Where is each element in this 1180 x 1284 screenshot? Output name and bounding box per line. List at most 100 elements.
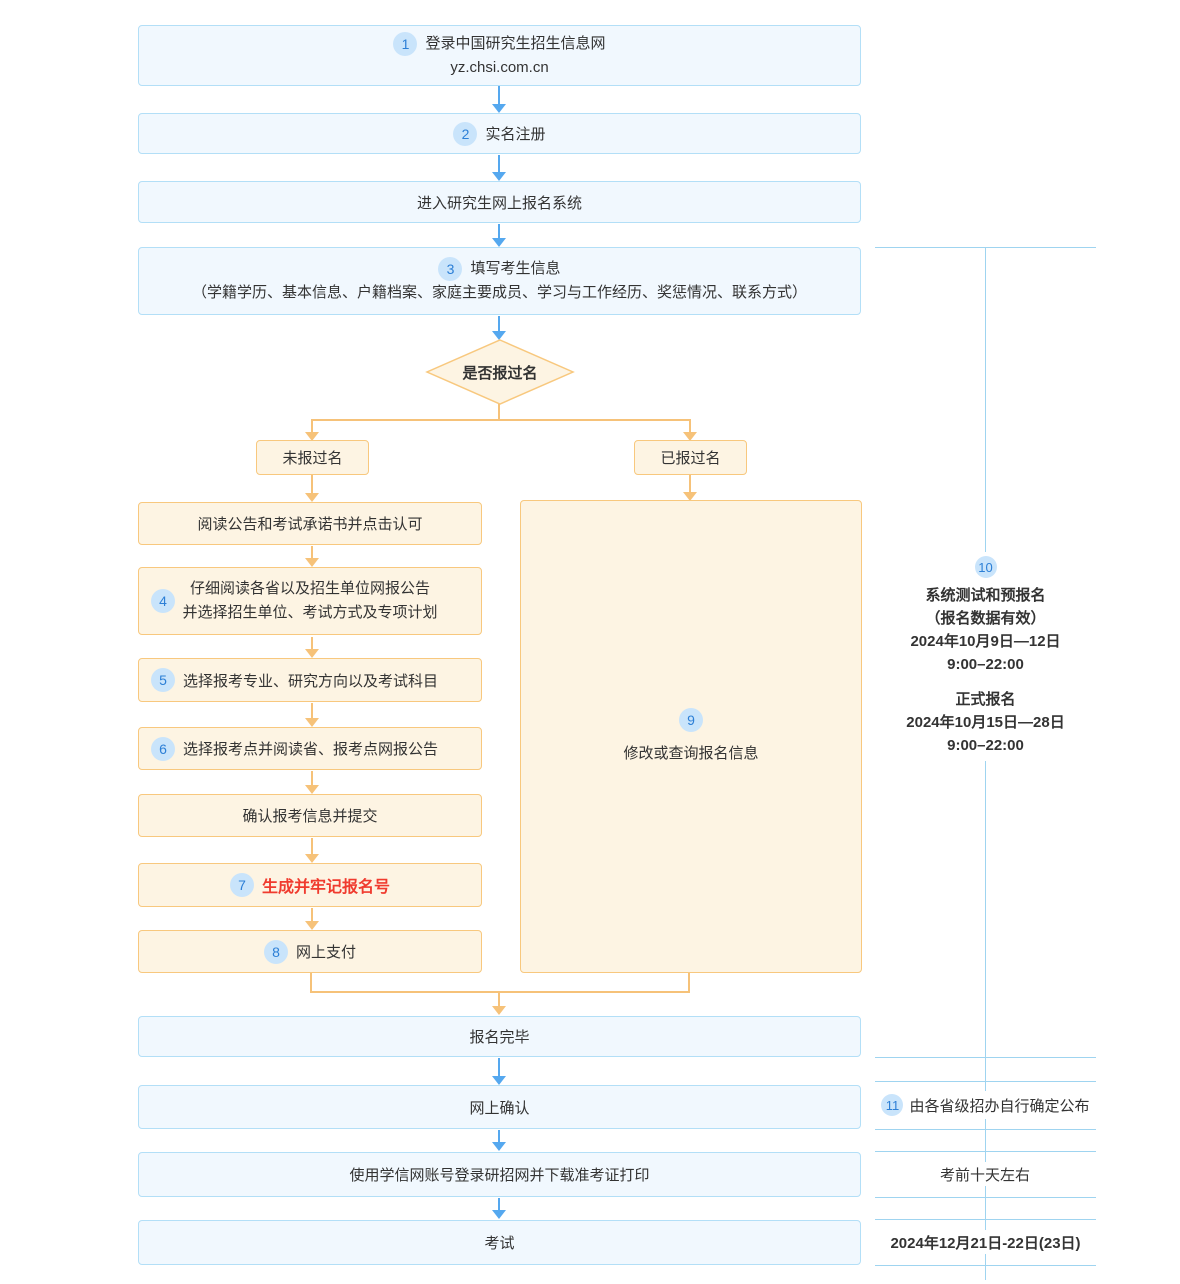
step-modify-query-label: 修改或查询报名信息 xyxy=(623,744,759,762)
branch-no-box: 未报过名 xyxy=(256,440,369,475)
timeline-hline-ticket-top xyxy=(875,1151,1096,1152)
timeline-hline-ticket-bottom xyxy=(875,1197,1096,1198)
step-read-notice-box: 阅读公告和考试承诺书并点击认可 xyxy=(138,502,482,545)
step-modify-query-box: 9 修改或查询报名信息 xyxy=(520,500,862,973)
step-register-box: 2 实名注册 xyxy=(138,113,861,154)
step-login-row: 1 登录中国研究生招生信息网 xyxy=(393,31,606,56)
step-register-label: 实名注册 xyxy=(485,126,546,143)
step4-number-badge: 4 xyxy=(151,589,175,613)
period10-title: 系统测试和预报名 xyxy=(925,587,1046,604)
step-complete-box: 报名完毕 xyxy=(138,1016,861,1057)
timeline-note-ticket: 考前十天左右 xyxy=(895,1162,1075,1186)
left-arrow-2 xyxy=(304,637,320,658)
step-fill-info-title: 填写考生信息 xyxy=(470,260,561,277)
timeline-hline-11-bottom xyxy=(875,1129,1096,1130)
diamond-shape-icon xyxy=(425,339,575,405)
timeline-hline-11-top xyxy=(875,1081,1096,1082)
merge-hline xyxy=(310,991,690,993)
period10-title2: 正式报名 xyxy=(955,691,1016,708)
step-choose-unit-line2: 并选择招生单位、考试方式及专项计划 xyxy=(182,604,438,621)
period10-note: （报名数据有效） xyxy=(925,610,1046,627)
step-confirm-submit-label: 确认报考信息并提交 xyxy=(242,808,378,825)
step-choose-unit-line1: 仔细阅读各省以及招生单位网报公告 xyxy=(189,580,430,597)
step-remember-number-label: 生成并牢记报名号 xyxy=(261,879,390,896)
step-confirm-online-box: 网上确认 xyxy=(138,1085,861,1129)
step-choose-unit-box: 4 仔细阅读各省以及招生单位网报公告 并选择招生单位、考试方式及专项计划 xyxy=(138,567,482,635)
decision-label: 是否报过名 xyxy=(462,364,538,382)
step3-number-badge: 3 xyxy=(438,257,463,281)
arrow-down-6 xyxy=(491,1130,507,1151)
arrow-down-7 xyxy=(491,1198,507,1219)
step-choose-major-label: 选择报考专业、研究方向以及考试科目 xyxy=(183,672,439,690)
step-fill-info-row: 3 填写考生信息 xyxy=(438,257,561,281)
step1-number-badge: 1 xyxy=(393,31,418,56)
period10-date1: 2024年10月9日—12日 xyxy=(910,633,1061,650)
step-download-ticket-label: 使用学信网账号登录研招网并下载准考证打印 xyxy=(349,1167,650,1184)
note-exam-label: 2024年12月21日-22日(23日) xyxy=(890,1234,1081,1252)
step-choose-site-box: 6 选择报考点并阅读省、报考点网报公告 xyxy=(138,727,482,770)
timeline-note11: 11 由各省级招办自行确定公布 xyxy=(880,1091,1091,1119)
step-choose-site-label: 选择报考点并阅读省、报考点网报公告 xyxy=(183,741,439,758)
step-fill-info-box: 3 填写考生信息 （学籍学历、基本信息、户籍档案、家庭主要成员、学习与工作经历、… xyxy=(138,247,861,315)
step2-number-badge: 2 xyxy=(453,121,478,146)
step-login-url: yz.chsi.com.cn xyxy=(450,58,549,76)
step10-number-badge: 10 xyxy=(974,556,997,578)
step-pay-online-label: 网上支付 xyxy=(295,944,356,961)
step7-number-badge: 7 xyxy=(229,873,254,897)
step-enter-system-label: 进入研究生网上报名系统 xyxy=(416,194,582,212)
timeline-hline-exam-bottom xyxy=(875,1265,1096,1266)
branch-no-arrow xyxy=(304,475,320,502)
branch-no-label: 未报过名 xyxy=(282,450,343,467)
note11-label: 由各省级招办自行确定公布 xyxy=(909,1097,1090,1115)
left-arrow-5 xyxy=(304,838,320,863)
branch-yes-arrow xyxy=(682,475,698,501)
merge-arrow xyxy=(491,993,507,1015)
merge-right-vline xyxy=(688,973,690,993)
left-arrow-3 xyxy=(304,703,320,727)
period10-date2: 2024年10月15日—28日 xyxy=(906,714,1065,731)
arrow-down-4 xyxy=(491,316,507,340)
left-arrow-6 xyxy=(304,908,320,930)
step-confirm-online-label: 网上确认 xyxy=(469,1099,530,1117)
step9-number-badge: 9 xyxy=(679,707,703,732)
branch-arrow-left xyxy=(304,420,320,441)
timeline-hline-complete xyxy=(875,1057,1096,1058)
step-exam-label: 考试 xyxy=(484,1235,515,1252)
step-complete-label: 报名完毕 xyxy=(469,1029,530,1046)
step-exam-box: 考试 xyxy=(138,1220,861,1265)
timeline-note-exam: 2024年12月21日-22日(23日) xyxy=(880,1230,1091,1254)
step-choose-major-box: 5 选择报考专业、研究方向以及考试科目 xyxy=(138,658,482,702)
timeline-vline xyxy=(985,247,986,1280)
step-choose-unit-lines: 仔细阅读各省以及招生单位网报公告 并选择招生单位、考试方式及专项计划 xyxy=(182,577,437,625)
decision-stem-line xyxy=(498,404,500,420)
step-fill-info-detail: （学籍学历、基本信息、户籍档案、家庭主要成员、学习与工作经历、奖惩情况、联系方式… xyxy=(191,284,807,301)
period10-time2: 9:00–22:00 xyxy=(947,737,1024,754)
arrow-down-5 xyxy=(491,1058,507,1085)
arrow-down-1 xyxy=(491,86,507,113)
period10-time1: 9:00–22:00 xyxy=(947,656,1024,673)
step11-number-badge: 11 xyxy=(881,1094,904,1116)
decision-diamond xyxy=(425,338,575,406)
timeline-hline-exam-top xyxy=(875,1219,1096,1220)
timeline-period10: 10 系统测试和预报名 （报名数据有效） 2024年10月9日—12日 9:00… xyxy=(875,552,1096,761)
step6-number-badge: 6 xyxy=(151,736,175,761)
step5-number-badge: 5 xyxy=(151,668,175,692)
step-login-box: 1 登录中国研究生招生信息网 yz.chsi.com.cn xyxy=(138,25,861,86)
branch-yes-box: 已报过名 xyxy=(634,440,747,475)
step-download-ticket-box: 使用学信网账号登录研招网并下载准考证打印 xyxy=(138,1152,861,1197)
branch-yes-label: 已报过名 xyxy=(660,450,721,467)
timeline-hline-top xyxy=(875,247,1096,248)
left-arrow-4 xyxy=(304,771,320,794)
step8-number-badge: 8 xyxy=(263,939,288,964)
branch-hline xyxy=(311,419,691,421)
arrow-down-2 xyxy=(491,155,507,181)
step-remember-number-box: 7 生成并牢记报名号 xyxy=(138,863,482,907)
merge-left-vline xyxy=(310,973,312,993)
step-confirm-submit-box: 确认报考信息并提交 xyxy=(138,794,482,837)
step-enter-system-box: 进入研究生网上报名系统 xyxy=(138,181,861,223)
step-register-row: 2 实名注册 xyxy=(453,121,546,146)
step-login-title: 登录中国研究生招生信息网 xyxy=(425,34,606,52)
step-read-notice-label: 阅读公告和考试承诺书并点击认可 xyxy=(197,516,423,533)
arrow-down-3 xyxy=(491,224,507,247)
